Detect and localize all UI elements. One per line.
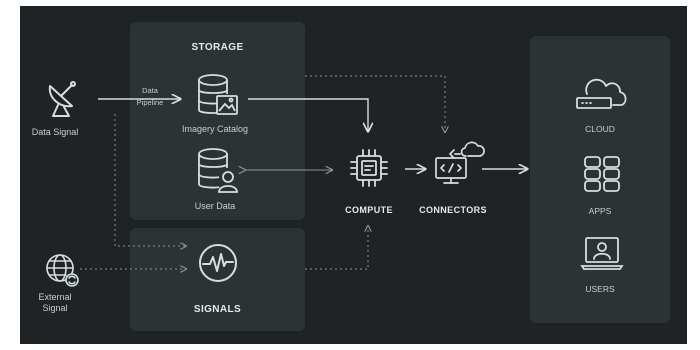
outputs-panel [530,36,670,323]
globe-sync-icon [42,250,82,290]
apps-grid-icon [582,154,622,194]
chip-icon [348,147,390,189]
external-signal-label: External Signal [22,292,88,314]
connectors-label: CONNECTORS [419,205,487,215]
connection-lines [80,75,687,344]
users-label: USERS [585,284,615,294]
cloud-server-icon [573,76,629,120]
user-laptop-icon [580,234,624,274]
pipeline-label-line1: Data [142,86,158,95]
architecture-diagram: Data Signal External Signal Data Pipelin… [20,6,687,344]
cloud-label: CLOUD [585,124,615,134]
external-signal-label-line1: External [38,292,72,302]
data-signal-label: Data Signal [31,127,79,137]
user-data-label: User Data [194,201,236,211]
compute-label: COMPUTE [345,205,393,215]
signals-title: SIGNALS [193,304,242,315]
signal-wave-icon [197,242,239,284]
storage-to-connectors-line [305,75,445,132]
imagery-catalog-label: Imagery Catalog [181,124,249,134]
database-image-icon [195,72,241,122]
external-signal-label-line2: Signal [42,303,68,313]
cloud-code-monitor-icon [430,138,486,188]
catalog-to-compute-line [248,98,368,131]
datasignal-to-signals-line [114,114,186,246]
signals-to-compute-line [305,226,368,270]
storage-title: STORAGE [191,42,244,53]
apps-label: APPS [588,206,612,216]
pipeline-label-line2: Pipeline [136,98,164,107]
pipeline-label: Data Pipeline [120,85,180,109]
satellite-dish-icon [42,76,86,120]
database-user-icon [195,146,241,196]
